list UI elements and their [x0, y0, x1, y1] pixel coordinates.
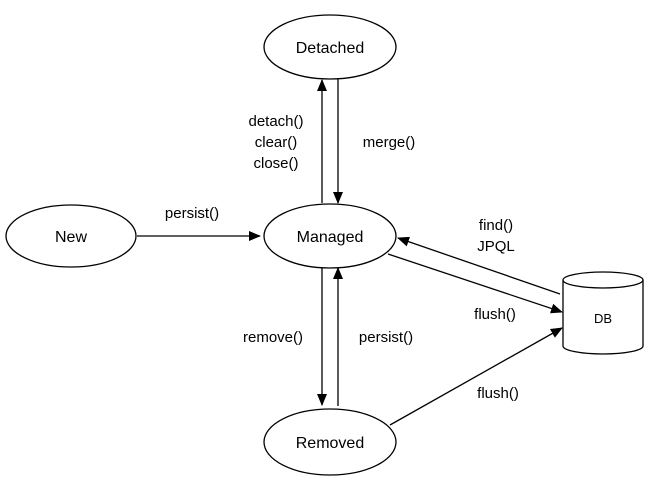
arrow-removed-to-db — [389, 327, 563, 426]
label-db-to-managed-1: JPQL — [477, 238, 515, 255]
arrow-managed-to-db — [387, 253, 563, 314]
label-managed-to-detached-1: clear() — [255, 134, 298, 151]
state-managed: Managed — [263, 203, 397, 269]
db-label: DB — [594, 311, 612, 326]
label-managed-to-detached-2: close() — [253, 155, 298, 172]
label-detached-to-managed: merge() — [363, 134, 416, 151]
state-removed-label: Removed — [296, 435, 364, 452]
state-removed: Removed — [263, 408, 397, 476]
state-managed-label: Managed — [297, 229, 364, 246]
arrow-db-to-managed — [397, 236, 561, 295]
label-new-to-managed: persist() — [165, 205, 219, 222]
state-detached: Detached — [263, 14, 397, 80]
state-new: New — [5, 204, 137, 268]
db-cylinder: DB — [562, 271, 644, 355]
label-managed-to-removed: remove() — [243, 329, 303, 346]
label-managed-to-db: flush() — [474, 306, 516, 323]
label-removed-to-db: flush() — [477, 385, 519, 402]
label-managed-to-detached-0: detach() — [248, 113, 303, 130]
label-db-to-managed-0: find() — [479, 217, 513, 234]
state-new-label: New — [55, 229, 87, 246]
state-detached-label: Detached — [296, 40, 365, 57]
label-removed-to-managed: persist() — [359, 329, 413, 346]
